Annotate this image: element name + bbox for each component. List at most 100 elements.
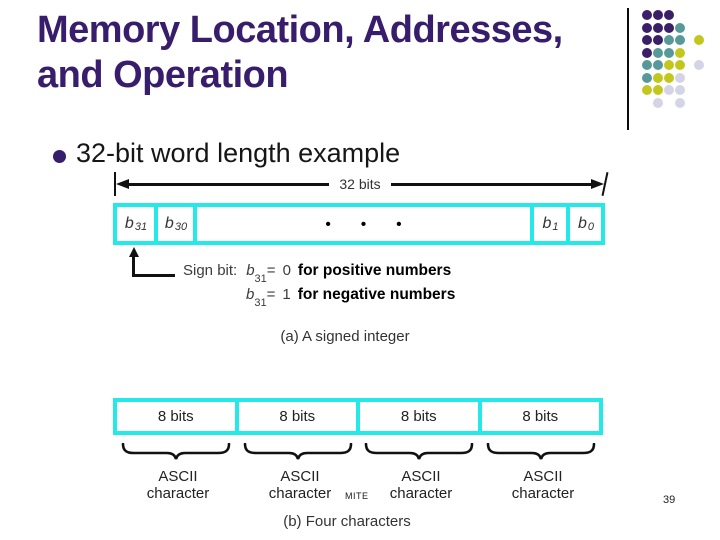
slide-title: Memory Location, Addresses, and Operatio… [37, 8, 563, 98]
decorative-dot [664, 60, 674, 70]
ellipsis-dots: • • • [325, 215, 415, 233]
positive-text: for positive numbers [297, 262, 452, 279]
dimension-end-tick-left [114, 172, 116, 196]
bit-symbol: b [246, 262, 255, 279]
decorative-dot [653, 35, 663, 45]
byte-cell-2: 8 bits [238, 402, 356, 431]
bit-label: b [124, 215, 134, 232]
sign-bit-connector-horizontal [132, 274, 175, 277]
decorative-dot [664, 47, 674, 58]
character-word: character [268, 485, 332, 502]
bit-label-sub: 1 [552, 221, 559, 233]
bit-label: b [542, 215, 552, 232]
decorative-dot [642, 35, 652, 45]
caption-four-characters: (b) Four characters [283, 513, 411, 530]
ascii-character-label-3: ASCII character [360, 468, 482, 502]
byte-cell-4: 8 bits [481, 402, 599, 431]
positive-value: 0 [282, 262, 291, 279]
decorative-dot [653, 85, 663, 95]
bit-label-sub: 31 [134, 221, 148, 233]
ascii-character-label-4: ASCII character [482, 468, 604, 502]
bullet-text: 32-bit word length example [76, 138, 401, 168]
bit-symbol-sub: 31 [254, 273, 267, 285]
decorative-dot [675, 22, 685, 33]
title-line-2: and Operation [37, 54, 289, 96]
bit-label: b [164, 215, 174, 232]
decorative-dots [642, 10, 712, 122]
decorative-dot [664, 85, 674, 95]
decorative-dot [664, 10, 674, 20]
equals-sign: = [266, 286, 276, 303]
bit-label-sub: 0 [587, 221, 595, 233]
width-label: 32 bits [339, 176, 381, 192]
decorative-dot [653, 47, 663, 58]
decorative-dot [694, 60, 704, 70]
sign-bit-connector-vertical [132, 255, 135, 277]
decorative-dot [664, 72, 674, 83]
sign-bit-line-negative: b31= 1 for negative numbers [246, 286, 456, 309]
decorative-dot [653, 97, 663, 108]
decorative-dot [664, 22, 674, 33]
decorative-dot [642, 85, 652, 95]
dimension-line [390, 182, 591, 186]
ascii-character-label-1: ASCII character [117, 468, 239, 502]
sign-bit-label: Sign bit: [183, 262, 238, 279]
bit-label: b [577, 215, 587, 232]
four-characters-box: 8 bits 8 bits 8 bits 8 bits [113, 398, 603, 435]
bit-cell-middle: • • • [197, 207, 530, 241]
ascii-character-label-2: ASCII character [239, 468, 361, 502]
ascii-word: ASCII [401, 468, 441, 485]
underbrace-icon [364, 443, 474, 460]
watermark-text: MITE [345, 491, 369, 501]
decorative-dot [642, 72, 652, 83]
sign-bit-line-positive: Sign bit: b31= 0 for positive numbers [183, 262, 452, 285]
bit-symbol: b [246, 286, 255, 303]
decorative-dot [642, 60, 652, 70]
negative-value: 1 [282, 286, 291, 303]
character-word: character [511, 485, 575, 502]
character-word: character [389, 485, 453, 502]
title-line-1: Memory Location, Addresses, [37, 9, 563, 51]
decorative-dot [653, 22, 663, 33]
byte-cell-3: 8 bits [360, 402, 478, 431]
underbrace-icon [243, 443, 353, 460]
decorative-dot [642, 47, 652, 58]
decorative-dot [675, 72, 685, 83]
negative-text: for negative numbers [297, 286, 456, 303]
width-dimension-arrow: 32 bits [114, 172, 609, 196]
decorative-dot [675, 60, 685, 70]
decorative-dot [675, 35, 685, 45]
character-word: character [146, 485, 210, 502]
arrowhead-right-icon [591, 179, 604, 189]
decorative-dot [664, 35, 674, 45]
ascii-word: ASCII [158, 468, 198, 485]
page-number: 39 [663, 494, 676, 506]
byte-cell-1: 8 bits [117, 402, 235, 431]
underbrace-icon [121, 443, 231, 460]
sign-bit-arrow-up-icon [129, 247, 139, 257]
ascii-word: ASCII [523, 468, 563, 485]
arrowhead-left-icon [116, 179, 129, 189]
decorative-divider-line [627, 8, 629, 130]
decorative-dot [642, 22, 652, 33]
ascii-word: ASCII [280, 468, 320, 485]
bit-label-sub: 30 [174, 221, 188, 233]
bit-symbol-sub: 31 [254, 297, 267, 309]
underbrace-icon [486, 443, 596, 460]
decorative-dot [642, 10, 652, 20]
decorative-dot [694, 35, 704, 45]
decorative-dot [653, 10, 663, 20]
decorative-dot [675, 47, 685, 58]
decorative-dot [675, 85, 685, 95]
equals-sign: = [266, 262, 276, 279]
decorative-dot [653, 72, 663, 83]
dimension-line [129, 182, 330, 186]
decorative-dot [675, 97, 685, 108]
caption-signed-integer: (a) A signed integer [280, 328, 410, 345]
